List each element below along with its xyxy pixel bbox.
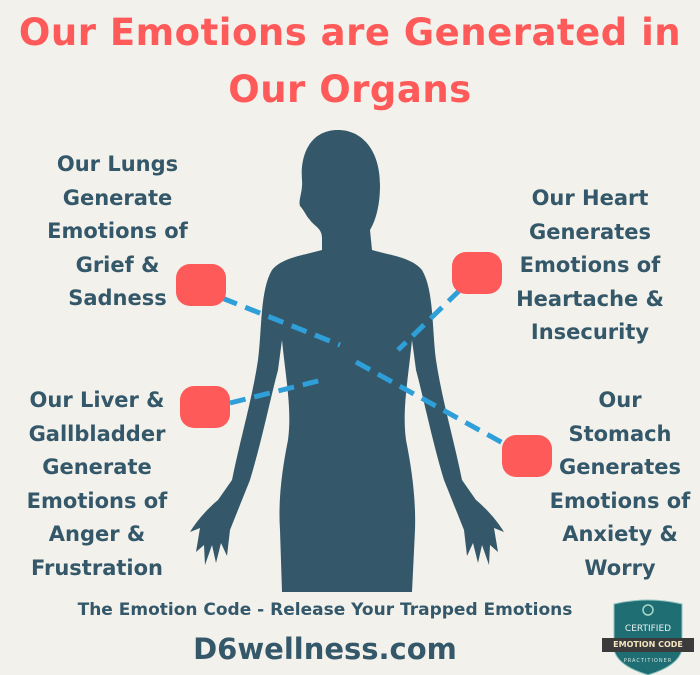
website: D6wellness.com — [193, 632, 457, 666]
organ-markers — [176, 252, 552, 477]
heart-marker — [452, 252, 502, 294]
lungs-connector — [221, 295, 341, 348]
certified-badge: CERTIFIED EMOTION CODE PRACTITIONER — [602, 598, 694, 675]
heart-connector — [396, 288, 462, 352]
tagline: The Emotion Code - Release Your Trapped … — [77, 600, 573, 620]
badge-practitioner: PRACTITIONER — [623, 658, 673, 664]
badge-certified: CERTIFIED — [624, 624, 672, 634]
human-silhouette — [190, 130, 504, 592]
stomach-label: Our Stomach Generates Emotions of Anxiet… — [549, 388, 691, 580]
badge-shield-icon — [613, 599, 683, 675]
stomach-marker — [502, 435, 552, 477]
lungs-marker — [176, 264, 226, 306]
page-title-line2: Our Organs — [228, 68, 472, 111]
badge-ribbon: EMOTION CODE — [602, 638, 694, 652]
liver-marker — [180, 386, 230, 428]
heart-label: Our Heart Generates Emotions of Heartach… — [516, 186, 664, 344]
lungs-label: Our Lungs Generate Emotions of Grief & S… — [47, 152, 188, 310]
connector-lines — [221, 288, 512, 450]
stomach-connector — [354, 359, 512, 450]
page-title-line1: Our Emotions are Generated in — [18, 11, 682, 54]
liver-connector — [229, 376, 327, 406]
liver-label: Our Liver & Gallbladder Generate Emotion… — [26, 388, 168, 580]
